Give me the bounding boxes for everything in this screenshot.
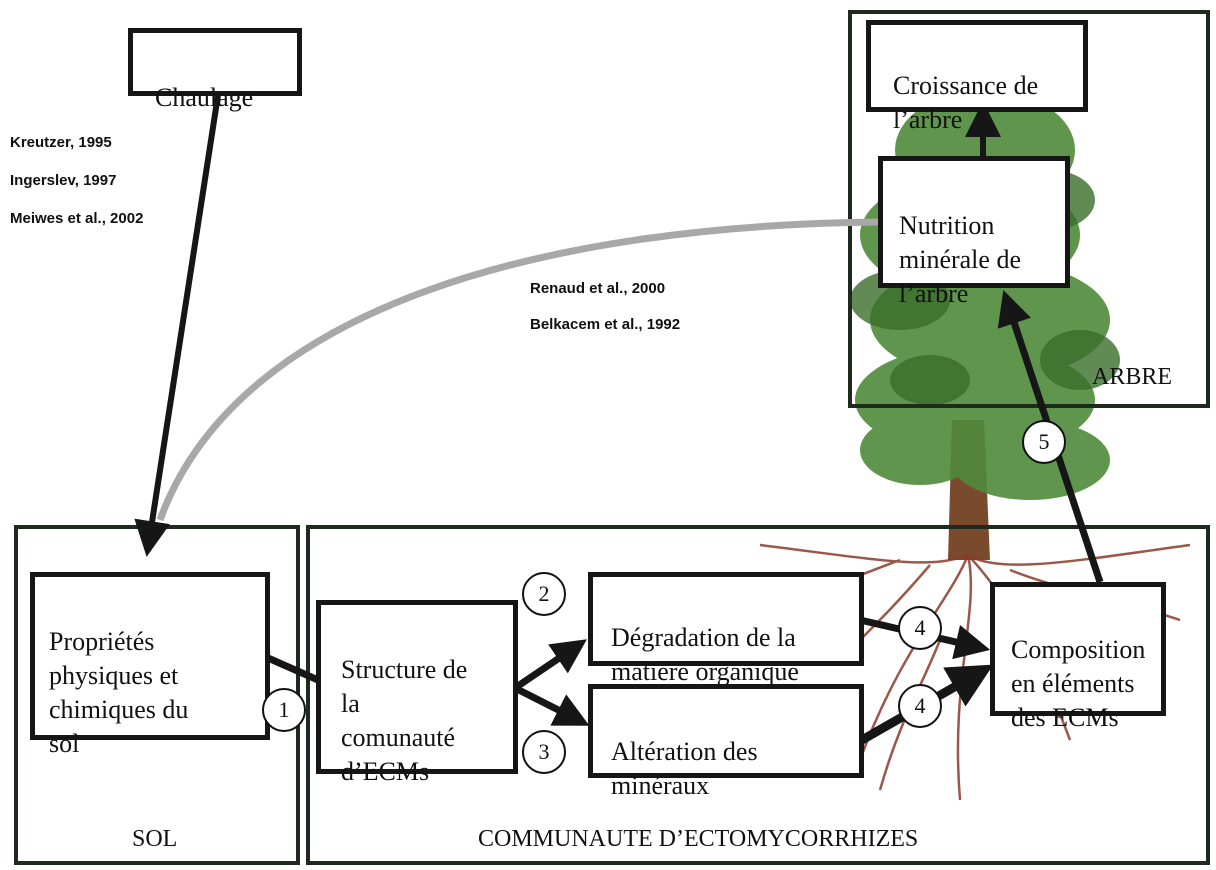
arrow-chaulage-to-proprietes	[134, 94, 221, 557]
marker-2: 2	[522, 572, 566, 616]
ref-meiwes: Meiwes et al., 2002	[10, 210, 144, 227]
alteration-box: Altération des minéraux	[588, 684, 864, 800]
sol-label: SOL	[132, 826, 178, 852]
nutrition-box: Nutrition minérale de l’arbre	[878, 156, 1070, 308]
arbre-frame	[848, 10, 1210, 408]
croissance-box: Croissance de l’arbre	[866, 20, 1088, 134]
alteration-text: Altération des minéraux	[611, 737, 758, 800]
nutrition-text: Nutrition minérale de l’arbre	[899, 211, 1021, 308]
composition-text: Composition en éléments des ECMs	[1011, 635, 1146, 732]
ref-kreutzer: Kreutzer, 1995	[10, 134, 112, 151]
arrow-structure-to-degradation	[513, 639, 587, 691]
marker-1: 1	[262, 688, 306, 732]
chaulage-box: Chaulage	[128, 28, 302, 112]
curve-soil-to-nutrition	[156, 218, 881, 522]
proprietes-box: Propriétés physiques et chimiques du sol	[30, 572, 270, 758]
composition-box: Composition en éléments des ECMs	[990, 582, 1166, 732]
arrow-proprietes-to-structure	[266, 654, 320, 684]
croissance-text: Croissance de l’arbre	[893, 71, 1039, 134]
ref-renaud: Renaud et al., 2000	[530, 280, 666, 297]
arbre-label: ARBRE	[1092, 364, 1173, 390]
degradation-box: Dégradation de la matière organique	[588, 572, 864, 686]
ref-belkacem: Belkacem et al., 1992	[530, 316, 681, 333]
marker-4a: 4	[898, 606, 942, 650]
marker-4b: 4	[898, 684, 942, 728]
degradation-text: Dégradation de la matière organique	[611, 623, 799, 686]
structure-text: Structure de la comunauté d’ECMs	[341, 655, 468, 786]
proprietes-text: Propriétés physiques et chimiques du sol	[49, 627, 189, 758]
communaute-label: COMMUNAUTE D’ECTOMYCORRHIZES	[478, 826, 919, 852]
marker-5: 5	[1022, 420, 1066, 464]
structure-box: Structure de la comunauté d’ECMs	[316, 600, 518, 786]
arrow-structure-to-alteration	[513, 684, 590, 726]
chaulage-text: Chaulage	[155, 83, 254, 112]
marker-3: 3	[522, 730, 566, 774]
ref-ingerslev: Ingerslev, 1997	[10, 172, 117, 189]
communaute-frame	[306, 525, 1210, 865]
